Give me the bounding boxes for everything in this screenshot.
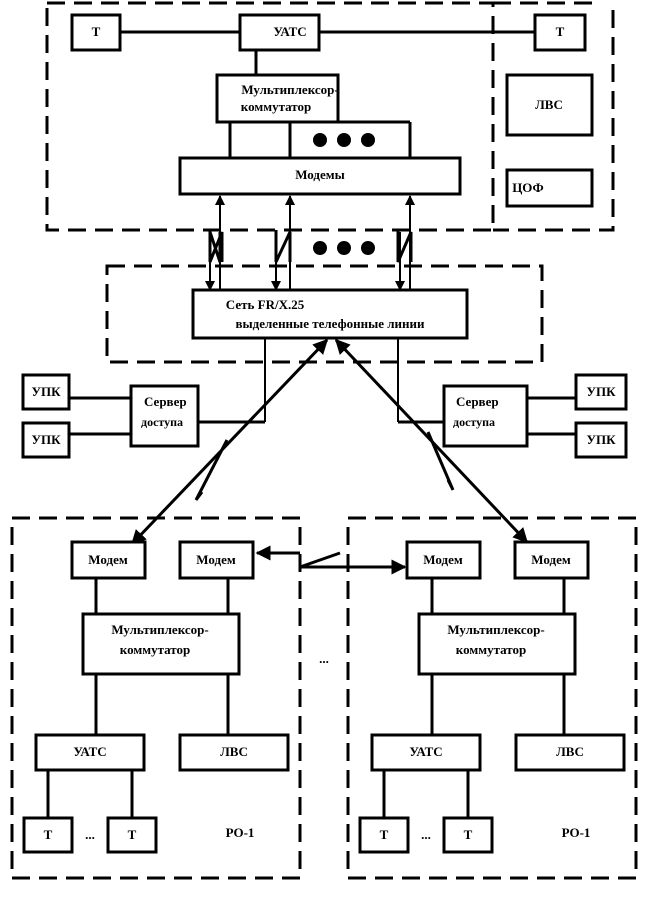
branch-1-terminal-last	[106, 816, 158, 854]
branch-1-group: Модем Модем Мультиплексор- коммутатор УА…	[10, 516, 302, 880]
branch-2-group: Модем Модем Мультиплексор- коммутатор УА…	[346, 516, 638, 880]
central-lan	[505, 73, 594, 137]
branch-1-terminal-first-label: Т	[44, 827, 53, 842]
access-server-right-label-2: доступа	[453, 415, 495, 429]
branch-2-lan-label: ЛВС	[556, 744, 584, 759]
central-dpc-label: ЦОФ	[512, 180, 543, 195]
more-dot	[313, 241, 327, 255]
central-office-group: Т УАТС Т Мультиплексор- коммутатор Модем…	[45, 1, 615, 232]
upk-left-bottom	[21, 421, 71, 459]
radio-link-icon	[396, 230, 413, 263]
branch-2-mux	[417, 612, 577, 676]
upk-right-top	[574, 373, 628, 411]
radio-link-icon	[426, 431, 455, 491]
central-terminal-right-label: Т	[556, 24, 565, 39]
branch-2-label: РО-1	[562, 825, 591, 840]
branch-1-modem-right-label: Модем	[196, 552, 236, 567]
upk-right-bottom	[574, 421, 628, 459]
branches-ellipsis: ...	[319, 651, 329, 666]
central-modems-label: Модемы	[295, 167, 345, 182]
access-server-left-label-1: Сервер	[144, 394, 187, 409]
branch-1-modem-left-label: Модем	[88, 552, 128, 567]
branch-1-boundary	[10, 516, 302, 880]
access-server-right-label-1: Сервер	[456, 394, 499, 409]
upk-left-top-label: УПК	[31, 384, 61, 399]
branch-2-terminal-first-label: Т	[380, 827, 389, 842]
branch-2-modem-right	[513, 540, 590, 580]
branch-links	[130, 338, 529, 575]
more-dot	[361, 241, 375, 255]
central-mux	[215, 73, 340, 124]
branch-2-terminal-last-label: Т	[464, 827, 473, 842]
branch-2-boundary	[346, 516, 638, 880]
more-dot	[337, 241, 351, 255]
branch-1-modem-right	[178, 540, 255, 580]
branch-2-terminal-first	[358, 816, 410, 854]
central-mux-label-2: коммутатор	[241, 99, 311, 114]
central-pbx-label: УАТС	[273, 24, 306, 39]
branch-1-pbx	[34, 733, 146, 772]
network-group: Сеть FR/X.25 выделенные телефонные линии	[105, 264, 544, 422]
network-label-1: Сеть FR/X.25	[226, 297, 305, 312]
branch-1-mux	[81, 612, 241, 676]
branch-2-pbx	[370, 733, 482, 772]
central-terminal-left-label: Т	[92, 24, 101, 39]
upk-left-bottom-label: УПК	[31, 432, 61, 447]
branch-1-lan-label: ЛВС	[220, 744, 248, 759]
more-dot	[337, 133, 351, 147]
branch-1-pbx-label: УАТС	[73, 744, 106, 759]
branch-1-mux-label-1: Мультиплексор-	[111, 622, 208, 637]
more-dot	[313, 133, 327, 147]
branch-2-mux-label-1: Мультиплексор-	[447, 622, 544, 637]
network-box	[191, 288, 469, 340]
link-network-branch1	[130, 338, 329, 546]
upk-right-bottom-label: УПК	[586, 432, 616, 447]
branch-1-lan	[178, 733, 290, 772]
central-modems	[178, 156, 462, 196]
network-boundary	[105, 264, 544, 364]
central-mux-label-1: Мультиплексор-	[241, 82, 338, 97]
upk-right-top-label: УПК	[586, 384, 616, 399]
upk-left-top	[21, 373, 71, 411]
branch-1-label: РО-1	[226, 825, 255, 840]
branch-2-lan	[514, 733, 626, 772]
branch-2-mux-label-2: коммутатор	[456, 642, 526, 657]
branch-2-terminal-last	[442, 816, 494, 854]
central-office-boundary	[45, 1, 495, 232]
central-office-boundary-right	[493, 1, 615, 232]
branch-1-terminal-first	[22, 816, 74, 854]
radio-link-icon	[194, 439, 229, 501]
radio-link-icon	[274, 230, 292, 263]
branch-1-terminals-ellipsis: ...	[85, 827, 95, 842]
radio-link-branch-branch	[299, 551, 407, 575]
branch-2-modem-left	[405, 540, 482, 580]
branch-1-modem-left	[70, 540, 147, 580]
modem-network-links	[205, 195, 415, 292]
branch-2-terminals-ellipsis: ...	[421, 827, 431, 842]
central-terminal-left	[70, 13, 122, 52]
branch-2-modem-right-label: Модем	[531, 552, 571, 567]
central-lan-label: ЛВС	[535, 97, 563, 112]
branch-1-terminal-last-label: Т	[128, 827, 137, 842]
branch-2-pbx-label: УАТС	[409, 744, 442, 759]
central-terminal-right	[533, 13, 587, 52]
branch-1-mux-label-2: коммутатор	[120, 642, 190, 657]
radio-link-icon	[208, 230, 224, 263]
more-dot	[361, 133, 375, 147]
network-label-2: выделенные телефонные линии	[235, 316, 425, 331]
branch-2-modem-left-label: Модем	[423, 552, 463, 567]
access-server-left-label-2: доступа	[141, 415, 183, 429]
central-dpc	[505, 168, 594, 208]
